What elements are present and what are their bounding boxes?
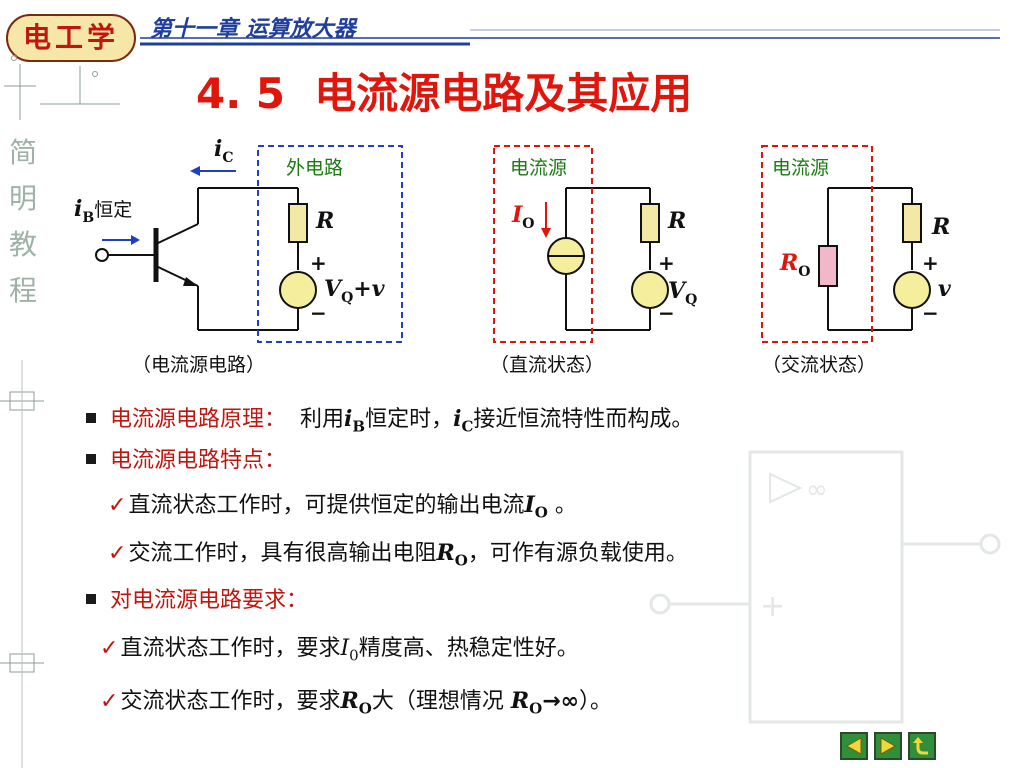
svg-text:∞: ∞ <box>806 475 828 505</box>
svg-text:电流源: 电流源 <box>772 157 829 179</box>
checkmark-icon: ✓ <box>108 493 127 518</box>
svg-text:−: − <box>310 301 327 325</box>
svg-text:电流源: 电流源 <box>510 157 567 179</box>
checkmark-icon: ✓ <box>108 541 127 566</box>
check-item-dc-output: ✓直流状态工作时，可提供恒定的输出电流IO 。 <box>108 492 577 522</box>
circuit-dc-state: 电流源 IO R + − VQ <box>493 145 697 343</box>
svg-text:−: − <box>922 301 939 325</box>
previous-slide-button[interactable] <box>840 732 868 760</box>
svg-text:iC: iC <box>214 136 234 166</box>
svg-text:iB恒定: iB恒定 <box>74 196 132 226</box>
return-button[interactable] <box>908 732 936 760</box>
svg-text:VQ: VQ <box>668 278 697 308</box>
header-decoration <box>4 29 1000 120</box>
caption-dc-state: （直流状态） <box>490 354 605 376</box>
svg-text:VQ+v: VQ+v <box>324 276 385 306</box>
checkmark-icon: ✓ <box>100 636 119 661</box>
base-terminal <box>95 248 109 262</box>
resistor-r <box>288 203 308 243</box>
slide-title: 4. 5 电流源电路及其应用 <box>196 64 796 124</box>
bullet-square-icon <box>86 413 96 423</box>
svg-text:+: + <box>658 251 675 275</box>
svg-text:IO: IO <box>511 202 535 232</box>
logo: 电工学 <box>6 14 136 62</box>
caption-ac-state: （交流状态） <box>762 354 877 376</box>
bullet-requirements: 对电流源电路要求： <box>86 586 308 616</box>
bullet-square-icon <box>86 594 96 604</box>
check-item-ac-ideal: ✓交流状态工作时，要求RO大（理想情况 RO→∞）。 <box>100 688 612 718</box>
circuit-current-source: iC iB恒定 外电路 R + − VQ+v <box>74 136 403 343</box>
svg-text:外电路: 外电路 <box>286 157 343 179</box>
section-title: 电流源电路及其应用 <box>314 69 693 118</box>
svg-text:R: R <box>931 214 950 240</box>
triangle-right-icon <box>880 737 897 755</box>
check-item-ac-resistance: ✓交流工作时，具有很高输出电阻RO，可作有源负载使用。 <box>108 540 688 570</box>
triangle-left-icon <box>845 737 862 755</box>
sidebar-char: 简 <box>8 136 37 169</box>
svg-text:−: − <box>658 301 675 325</box>
svg-text:v: v <box>938 276 951 302</box>
bullet-principle: 电流源电路原理：利用iB恒定时，iC接近恒流特性而构成。 <box>86 404 693 441</box>
svg-text:+: + <box>310 251 327 275</box>
bullet-square-icon <box>86 454 96 464</box>
sidebar-decoration <box>0 360 44 768</box>
resistor-r <box>902 203 922 243</box>
caption-current-source: （电流源电路） <box>132 354 266 376</box>
circuit-ac-state: 电流源 RO R + − v <box>761 145 951 343</box>
next-slide-button[interactable] <box>874 732 902 760</box>
logo-text: 电工学 <box>22 21 119 54</box>
sidebar-char: 程 <box>8 274 37 307</box>
sidebar-char: 教 <box>8 228 37 261</box>
return-arrow-icon <box>913 737 928 755</box>
checkmark-icon: ✓ <box>100 689 119 714</box>
svg-text:+: + <box>922 251 939 275</box>
circuit-diagrams: iC iB恒定 外电路 R + − VQ+v 电流源 IO R + − VQ <box>74 136 951 343</box>
opamp-watermark: ∞ + <box>649 450 1001 724</box>
svg-text:+: + <box>760 589 785 624</box>
sidebar-char: 明 <box>8 182 37 215</box>
resistor-r <box>640 203 660 243</box>
check-item-dc-precision: ✓直流状态工作时，要求I0精度高、热稳定性好。 <box>100 636 579 665</box>
svg-text:RO: RO <box>779 250 811 280</box>
bullet-features: 电流源电路特点： <box>86 446 286 476</box>
resistor-ro <box>818 245 838 287</box>
section-number: 4. 5 <box>196 69 286 118</box>
svg-text:R: R <box>315 208 334 234</box>
svg-text:R: R <box>667 208 686 234</box>
